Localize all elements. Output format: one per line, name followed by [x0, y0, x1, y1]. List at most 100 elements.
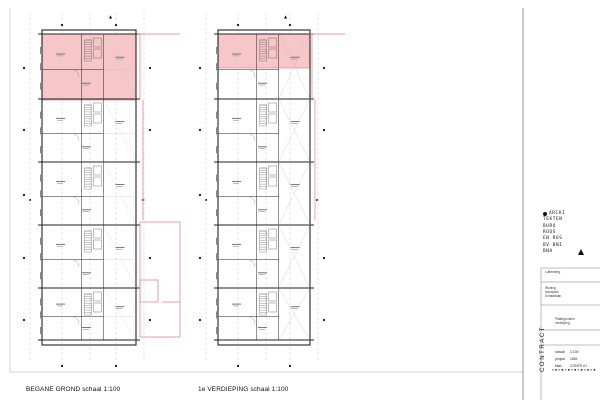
- void-cross: [103, 224, 137, 289]
- project-line: bouwplan: [545, 290, 559, 294]
- door-swing: [71, 133, 80, 141]
- annotation-mark: [259, 211, 265, 212]
- grid-marker: [198, 318, 202, 322]
- annotation-mark: [116, 186, 123, 187]
- annotation-mark: [57, 119, 63, 121]
- stair: [259, 230, 267, 253]
- first-floor-plan: ◄►▲: [198, 12, 326, 368]
- grid-marker: [198, 128, 202, 132]
- grid-marker: [322, 66, 326, 70]
- void-cross: [278, 161, 311, 226]
- door-swing: [247, 69, 256, 77]
- scale-value: 1:100: [570, 350, 579, 354]
- wet-room: [268, 113, 277, 124]
- annotation-mark: [115, 247, 125, 249]
- annotation-mark: [258, 209, 267, 211]
- grid-marker: [114, 364, 118, 368]
- annotation-mark: [291, 249, 298, 250]
- annotation-mark: [116, 123, 123, 124]
- wet-room: [268, 228, 277, 239]
- void-cross: [103, 33, 137, 100]
- checker-square: [590, 369, 592, 371]
- grid-marker: [322, 128, 326, 132]
- grid-marker: [148, 318, 152, 322]
- annotation-mark: [56, 303, 65, 305]
- grid-marker: [60, 23, 64, 27]
- logo-line: ARCHI: [549, 211, 566, 216]
- annotation-mark: [115, 306, 125, 308]
- annotation-mark: [233, 305, 239, 307]
- annotation-mark: [258, 327, 267, 328]
- checker-square: [584, 369, 586, 371]
- stair: [84, 104, 92, 127]
- annotation-mark: [83, 274, 89, 275]
- annotation-mark: [116, 249, 123, 250]
- drawing-title-line: Plattegronden: [555, 317, 575, 321]
- door-swing: [71, 69, 80, 77]
- stair: [84, 167, 92, 190]
- annotation-mark: [116, 58, 123, 60]
- section-mark: ▲: [284, 14, 288, 19]
- project-number-label: project: [555, 357, 566, 361]
- outer-wall: [217, 29, 311, 346]
- void-cross: [278, 98, 311, 163]
- wet-room: [268, 239, 277, 250]
- stair: [259, 293, 267, 316]
- grid-marker: [236, 23, 240, 27]
- drawing-title-line: verdieping: [555, 321, 570, 325]
- annotation-mark: [233, 245, 239, 247]
- neighbour-outline: [310, 33, 345, 220]
- plan-title-ground: BEGANE GROND schaal 1:100: [26, 386, 121, 393]
- wet-room: [268, 37, 277, 48]
- void-cross: [278, 287, 311, 341]
- annotation-mark: [232, 180, 241, 182]
- annotation-mark: [258, 82, 267, 84]
- checker-square: [577, 369, 580, 371]
- title-block-frame: [540, 267, 600, 400]
- checker-square: [580, 369, 583, 371]
- annotation-mark: [56, 243, 65, 245]
- wet-room: [93, 113, 102, 124]
- door-swing: [247, 196, 256, 204]
- annotation-mark: [57, 182, 63, 184]
- wet-room: [268, 302, 277, 313]
- annotation-mark: [116, 308, 123, 309]
- annotation-mark: [56, 53, 65, 55]
- client-name: Luttenberg: [545, 270, 561, 274]
- checker-square: [555, 369, 557, 371]
- annotation-mark: [290, 56, 300, 58]
- checker-square: [558, 369, 560, 371]
- annotation-mark: [82, 209, 91, 211]
- checker-square: [552, 369, 554, 371]
- logo-line: BURO: [543, 223, 556, 229]
- annotation-mark: [259, 84, 265, 86]
- grid-marker: [322, 318, 326, 322]
- stair: [259, 167, 267, 190]
- void-cross: [103, 287, 137, 341]
- grid-marker: [198, 256, 202, 260]
- checker-square: [587, 369, 589, 371]
- logo-line: BNA: [543, 248, 553, 254]
- annotation-mark: [258, 146, 267, 148]
- checker-square: [568, 369, 570, 371]
- logo-dot: [543, 212, 547, 216]
- grid-marker: [236, 364, 240, 368]
- wet-room: [268, 48, 277, 59]
- wet-room: [93, 37, 102, 48]
- logo-line: ROOS: [543, 229, 556, 235]
- annotation-mark: [115, 184, 125, 186]
- annotation-mark: [291, 308, 298, 309]
- sheet-value: CONTR-01: [570, 364, 587, 368]
- triangle-icon: [578, 249, 584, 255]
- annotation-mark: [56, 117, 65, 119]
- checker-square: [561, 369, 564, 371]
- checker-square: [564, 369, 567, 371]
- annotation-mark: [82, 82, 91, 84]
- grid-marker: [148, 66, 152, 70]
- door-swing: [71, 316, 80, 324]
- wet-room: [93, 228, 102, 239]
- annotation-mark: [233, 182, 239, 184]
- annotation-mark: [291, 58, 298, 60]
- annotation-mark: [290, 306, 300, 308]
- outer-wall: [41, 29, 137, 346]
